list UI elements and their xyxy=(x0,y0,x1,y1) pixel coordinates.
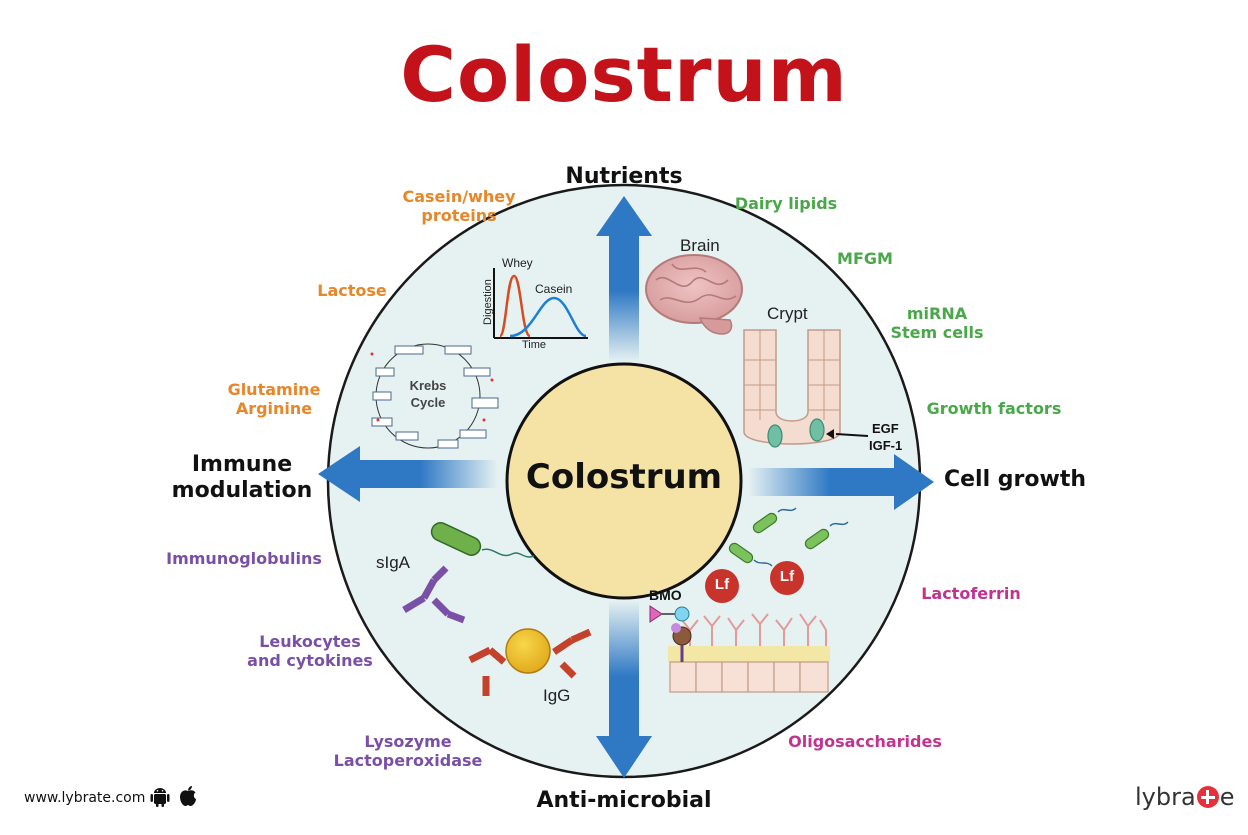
label-brain: Brain xyxy=(680,236,720,255)
label-bmo: BMO xyxy=(649,587,682,603)
axis-anti-microbial: Anti-microbial xyxy=(536,788,712,813)
logo-plus-icon xyxy=(1196,786,1219,808)
cell-growth-arrow xyxy=(748,454,934,510)
label-whey: Whey xyxy=(502,256,533,270)
crypt-icon xyxy=(743,329,869,448)
label-oligosaccharides: Oligosaccharides xyxy=(788,732,942,751)
label-lactoperoxidase: Lactoperoxidase xyxy=(333,751,483,770)
label-crypt: Crypt xyxy=(767,304,808,323)
siga-icon xyxy=(402,522,535,624)
label-mirna: miRNA xyxy=(906,304,968,323)
label-igg: IgG xyxy=(543,686,571,705)
logo-text-end: e xyxy=(1219,783,1235,811)
label-and-cytokines: and cytokines xyxy=(247,651,373,670)
krebs-cycle-icon xyxy=(371,343,499,449)
lactoferrin-icon-2 xyxy=(770,561,804,595)
label-lactose: Lactose xyxy=(317,281,387,300)
label-mfgm: MFGM xyxy=(837,249,893,268)
nutrients-arrow xyxy=(596,196,652,362)
axis-nutrients: Nutrients xyxy=(565,164,683,189)
footer-url[interactable]: www.lybrate.com xyxy=(24,790,146,806)
label-stem-cells: Stem cells xyxy=(890,323,984,342)
label-siga: sIgA xyxy=(376,553,411,572)
apple-icon[interactable] xyxy=(178,785,198,807)
label-dairy-lipids: Dairy lipids xyxy=(734,194,838,213)
igg-icon xyxy=(468,628,592,696)
label-igf: IGF-1 xyxy=(869,438,903,453)
logo-text: lybra xyxy=(1135,783,1196,811)
label-immunoglobulins: Immunoglobulins xyxy=(166,549,322,568)
axis-immune-line2: modulation xyxy=(171,478,313,503)
label-egf: EGF xyxy=(872,421,899,436)
label-lactoferrin: Lactoferrin xyxy=(921,584,1021,603)
label-arginine: Arginine xyxy=(235,399,313,418)
bmo-icon xyxy=(649,605,692,662)
page-title: Colostrum xyxy=(400,30,848,119)
center-circle xyxy=(505,362,743,600)
lybrate-logo[interactable]: lybra e xyxy=(1135,782,1234,812)
digestion-chart-icon xyxy=(493,268,588,339)
axis-immune-line1: Immune xyxy=(191,452,293,477)
label-casein-whey: Casein/whey xyxy=(402,187,516,206)
label-cycle: Cycle xyxy=(410,395,446,410)
axis-cell-growth: Cell growth xyxy=(943,467,1087,492)
epithelium-icon xyxy=(668,613,830,693)
center-label: Colostrum xyxy=(525,457,723,497)
label-proteins: proteins xyxy=(421,206,497,225)
label-leukocytes: Leukocytes xyxy=(259,632,361,651)
brain-icon xyxy=(645,254,743,335)
label-krebs: Krebs xyxy=(409,378,447,393)
bacteria-icon xyxy=(728,507,849,567)
label-time: Time xyxy=(522,339,547,351)
krebs-accents xyxy=(370,352,494,422)
label-lf-2: Lf xyxy=(779,568,795,585)
android-icon[interactable] xyxy=(150,786,170,808)
lactoferrin-icon xyxy=(705,569,739,603)
label-glutamine: Glutamine xyxy=(227,380,321,399)
label-lf-1: Lf xyxy=(714,576,730,593)
anti-microbial-arrow xyxy=(596,600,652,778)
label-lysozyme: Lysozyme xyxy=(364,732,452,751)
label-casein: Casein xyxy=(535,282,573,296)
immune-modulation-arrow xyxy=(318,446,498,502)
label-growth-factors: Growth factors xyxy=(926,399,1062,418)
label-digestion: Digestion xyxy=(482,279,494,325)
